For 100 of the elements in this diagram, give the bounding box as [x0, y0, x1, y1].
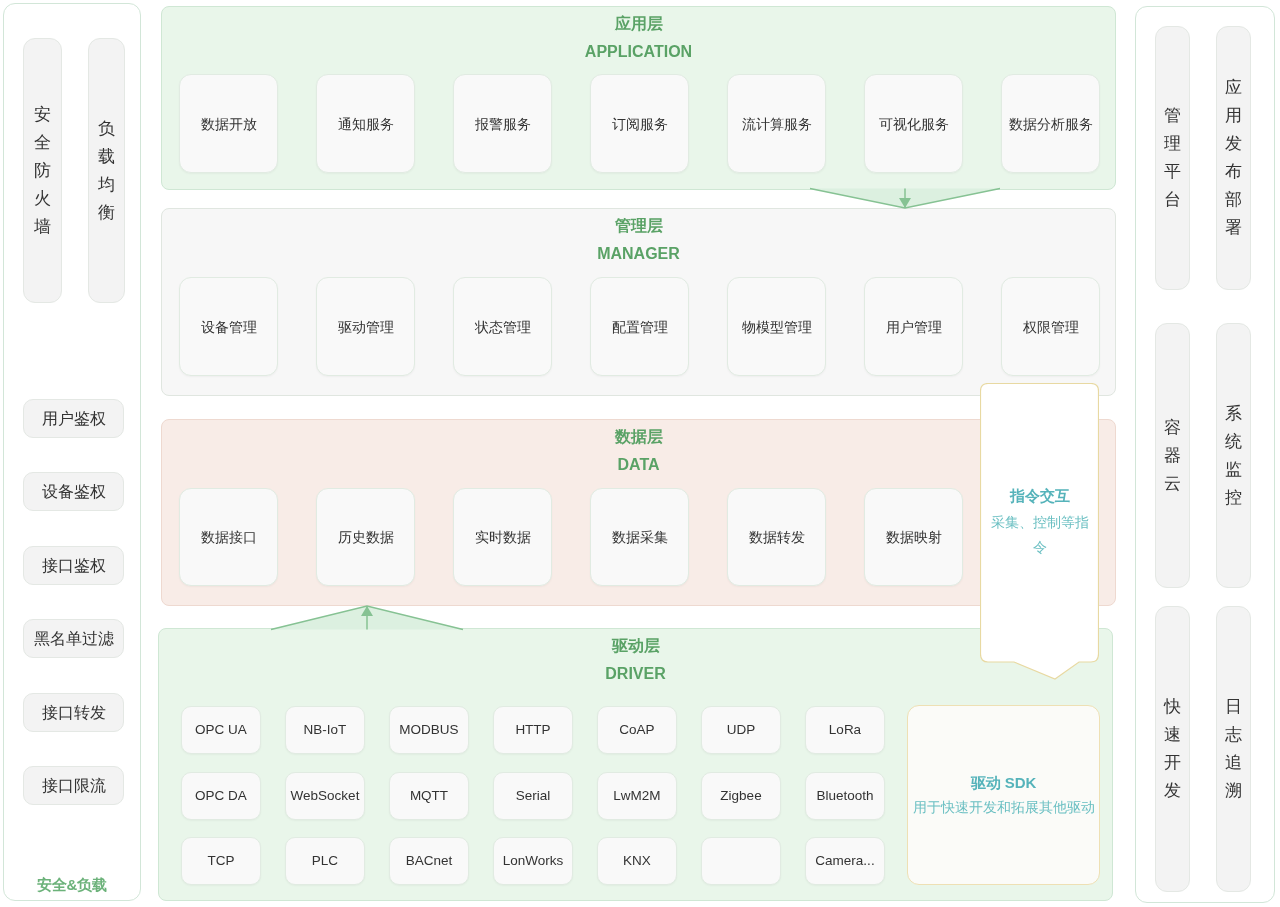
function-card: [316, 74, 415, 173]
auth-item-card: [23, 766, 124, 805]
protocol-card: [181, 772, 261, 820]
item-label: 黑名单过滤: [33, 628, 114, 649]
function-card: [316, 277, 415, 376]
card-label: 权限管理: [1022, 317, 1079, 336]
side-panel: [1135, 6, 1275, 903]
protocol-label: MODBUS: [399, 721, 459, 739]
protocol-label: CoAP: [619, 721, 655, 739]
card-label: 状态管理: [474, 317, 531, 336]
card-label: 配置管理: [611, 317, 668, 336]
protocol-label: LoRa: [828, 721, 862, 739]
protocol-card: [181, 837, 261, 885]
protocol-card: [597, 772, 677, 820]
card-label: 数据映射: [885, 528, 942, 546]
layer-subtitle: DATA: [617, 455, 660, 475]
protocol-label: PLC: [311, 852, 339, 870]
protocol-label: Zigbee: [720, 787, 762, 805]
function-card: [727, 488, 826, 586]
module-card: [88, 38, 125, 303]
module-card: [1155, 323, 1190, 588]
protocol-card: [805, 837, 885, 885]
module-label: 日志追溯: [1225, 696, 1242, 802]
card-label: 用户管理: [885, 317, 942, 336]
card-label: 订阅服务: [611, 114, 668, 133]
card-label: 可视化服务: [878, 114, 949, 133]
panel-title: 安全&负载: [36, 875, 108, 895]
card-label: 数据开放: [200, 114, 257, 133]
item-label: 用户鉴权: [41, 408, 106, 429]
module-card: [1155, 606, 1190, 892]
function-card: [179, 277, 278, 376]
protocol-card: [805, 706, 885, 754]
protocol-card: [285, 706, 365, 754]
protocol-label: TCP: [207, 852, 235, 870]
auth-item-card: [23, 399, 124, 438]
function-card: [179, 74, 278, 173]
card-label: 历史数据: [337, 528, 394, 546]
function-card: [453, 488, 552, 586]
protocol-label: Bluetooth: [816, 787, 874, 805]
layer-subtitle: MANAGER: [597, 244, 680, 264]
item-label: 设备鉴权: [41, 481, 106, 502]
item-label: 接口鉴权: [41, 555, 106, 576]
protocol-card: [597, 706, 677, 754]
item-label: 接口限流: [41, 775, 106, 796]
layer-subtitle: DRIVER: [605, 664, 666, 684]
card-label: 数据接口: [200, 528, 257, 546]
auth-item-card: [23, 619, 124, 658]
function-card: [864, 488, 963, 586]
card-label: 流计算服务: [741, 114, 812, 133]
module-card: [1155, 26, 1190, 290]
protocol-card: [493, 837, 573, 885]
protocol-label: MQTT: [409, 787, 449, 805]
protocol-label: WebSocket: [290, 787, 360, 805]
layer-title: 数据层: [614, 427, 663, 447]
flow-arrow: [270, 605, 464, 631]
protocol-card: [285, 772, 365, 820]
sdk-card: [907, 705, 1100, 885]
auth-item-card: [23, 472, 124, 511]
module-label: 安全防火墙: [34, 103, 51, 238]
protocol-label: KNX: [623, 852, 651, 870]
protocol-label: BACnet: [405, 852, 453, 870]
card-label: 数据转发: [748, 528, 805, 546]
protocol-card: [493, 772, 573, 820]
module-label: 应用发布部署: [1225, 77, 1242, 239]
function-card: [727, 74, 826, 173]
item-label: 接口转发: [41, 702, 106, 723]
function-card: [1001, 74, 1100, 173]
protocol-label: Serial: [515, 787, 551, 805]
protocol-label: UDP: [726, 721, 756, 739]
function-card: [590, 488, 689, 586]
panel-note: 采集、控制等指令: [990, 514, 1089, 557]
auth-item-card: [23, 693, 124, 732]
protocol-card: [701, 706, 781, 754]
function-card: [453, 277, 552, 376]
protocol-label: LonWorks: [502, 852, 564, 870]
protocol-card: [493, 706, 573, 754]
protocol-card: [389, 772, 469, 820]
function-card: [179, 488, 278, 586]
function-card: [590, 277, 689, 376]
sdk-title: 驱动 SDK: [970, 773, 1037, 793]
function-card: [1001, 277, 1100, 376]
function-card: [590, 74, 689, 173]
module-label: 容器云: [1164, 416, 1181, 495]
card-label: 驱动管理: [337, 317, 394, 336]
protocol-card: [285, 837, 365, 885]
module-label: 负载均衡: [98, 117, 115, 224]
card-label: 通知服务: [337, 114, 394, 133]
module-card: [1216, 323, 1251, 588]
protocol-label: NB-IoT: [303, 721, 347, 739]
function-card: [453, 74, 552, 173]
protocol-card: [701, 837, 781, 885]
function-card: [316, 488, 415, 586]
card-label: 数据采集: [611, 528, 668, 546]
card-label: 实时数据: [474, 528, 531, 546]
side-panel: [3, 3, 141, 901]
card-label: 物模型管理: [741, 317, 812, 336]
protocol-card: [701, 772, 781, 820]
module-card: [23, 38, 62, 303]
protocol-label: OPC DA: [195, 787, 247, 805]
module-label: 系统监控: [1225, 402, 1242, 509]
